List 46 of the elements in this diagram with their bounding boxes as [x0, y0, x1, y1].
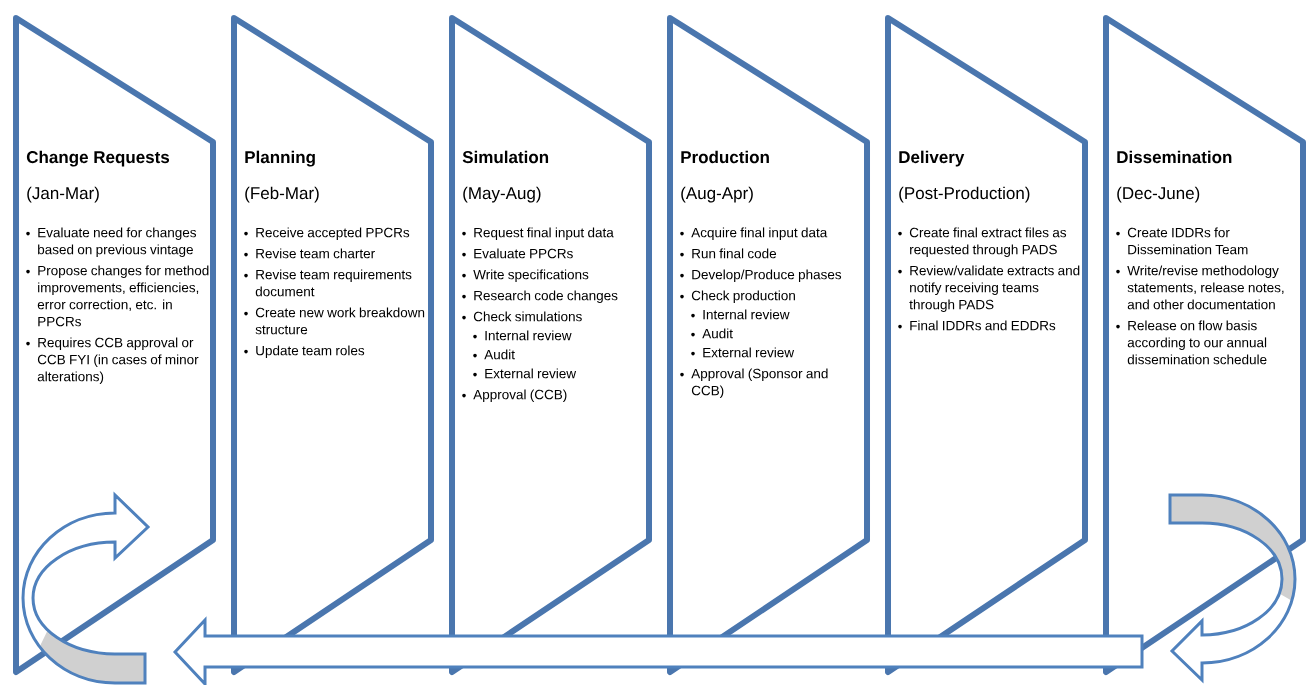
curved-arrow: [1168, 493, 1297, 682]
bullet-item: Internal review: [691, 309, 790, 320]
bullet-item: Research code changes: [462, 290, 618, 303]
date-range: (Dec-June): [1117, 186, 1200, 203]
bullet-item: Audit: [691, 328, 733, 339]
bullet-item: Write specifications: [462, 269, 589, 282]
heading: Simulation: [462, 150, 549, 164]
bullet-item: Internal review: [473, 330, 572, 341]
date-range: (May-Aug): [463, 186, 541, 203]
bullet-item: Evaluate need for changes based on previous vintage: [26, 227, 197, 257]
bullet-item: Request final input data: [462, 227, 614, 240]
date-range: (Jan-Mar): [27, 186, 99, 203]
bullet-item: Receive accepted PPCRs: [244, 227, 410, 240]
date-range: (Aug-Apr): [681, 186, 753, 203]
heading: Delivery: [899, 150, 965, 167]
date-range: (Post-Production): [899, 186, 1030, 203]
bullet-item: Approval (CCB): [462, 389, 567, 402]
bullet-item: Requires CCB approval or CCB FYI (in cases of minor alterations): [26, 337, 199, 384]
bullet-item: Update team roles: [244, 345, 365, 358]
curved-arrow: [21, 493, 150, 685]
bullet-item: Acquire final input data: [680, 227, 828, 240]
bullet-item: Revise team charter: [244, 248, 375, 259]
bullet-item: Check simulations: [462, 311, 582, 322]
bullet-item: External review: [691, 347, 795, 358]
bullet-item: Create IDDRs for Dissemination Team: [1116, 227, 1248, 255]
bullet-item: Audit: [473, 349, 515, 360]
bullet-item: Run final code: [680, 248, 777, 259]
heading: Change Requests: [26, 150, 170, 167]
bullet-item: Review/validate extracts and notify receiving teams through PADS: [898, 265, 1080, 312]
bullet-item: Check production: [680, 290, 795, 303]
bullet-item: External review: [473, 368, 577, 379]
heading: Planning: [245, 150, 315, 167]
bullet-item: Write/revise methodology statements, release notes, and other documentation: [1116, 265, 1284, 310]
bullet-item: Evaluate PPCRs: [462, 248, 573, 259]
bullet-item: Final IDDRs and EDDRs: [898, 320, 1056, 331]
bullet-item: Create new work breakdown structure: [244, 307, 425, 335]
bullet-item: Develop/Produce phases: [680, 269, 842, 282]
date-range: (Feb-Mar): [245, 186, 319, 203]
heading: Dissemination: [1117, 150, 1232, 164]
bullet-item: Release on flow basis according to our annual dissemination schedule: [1116, 320, 1267, 365]
bullet-item: Approval (Sponsor and CCB): [680, 368, 828, 398]
bullet-item: Propose changes for method improvements, efficiencies, error correction, etc. in PPCRs: [26, 265, 209, 327]
bullet-item: Create final extract files as requested through PADS: [898, 227, 1067, 257]
bullet-item: Revise team requirements document: [244, 269, 412, 297]
heading: Production: [681, 150, 769, 164]
block-arrow: [172, 616, 1144, 685]
